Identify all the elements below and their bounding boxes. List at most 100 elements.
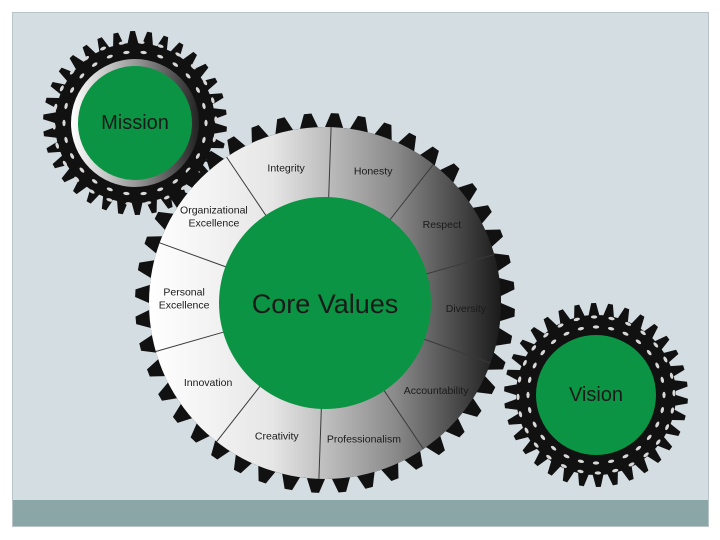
- gear-hole: [527, 376, 532, 384]
- vision-hub: [536, 335, 656, 455]
- gear-hole: [669, 372, 674, 379]
- gear-hole: [195, 87, 200, 93]
- gear-hole: [62, 119, 66, 127]
- segment-divider: [328, 127, 332, 200]
- segment-divider: [388, 163, 434, 222]
- gear-hole: [64, 102, 68, 110]
- gear-hole: [660, 406, 665, 414]
- gear-hole: [625, 321, 632, 326]
- gear-hole: [546, 454, 552, 460]
- gear-hole: [670, 407, 675, 414]
- gear-hole: [106, 198, 113, 202]
- gear-hole: [157, 44, 164, 48]
- core-value-line: Respect: [423, 219, 462, 231]
- gear-hole: [524, 427, 529, 434]
- segment-divider: [382, 388, 424, 450]
- gear-hole: [185, 167, 191, 173]
- gear-hole: [653, 342, 659, 348]
- gear-hole: [594, 471, 602, 475]
- core-value-line: Accountability: [404, 385, 470, 397]
- gear-hole: [172, 62, 179, 67]
- gear-hole: [526, 391, 530, 399]
- mission-label: Mission: [101, 112, 169, 134]
- gear-hole: [106, 187, 113, 192]
- gear-hole: [62, 160, 68, 167]
- gear-hole: [672, 389, 676, 397]
- core-value-label: Professionalism: [327, 434, 401, 446]
- core-value-line: Honesty: [354, 166, 393, 178]
- gear-hole: [655, 439, 661, 445]
- gear-hole: [592, 461, 600, 465]
- gear-hole: [607, 326, 615, 331]
- gear-hole: [64, 136, 68, 144]
- gear-hole: [608, 316, 615, 321]
- core-value-line: Professionalism: [327, 434, 401, 446]
- core-value-line: Organizational: [180, 205, 248, 217]
- gear-hole: [55, 142, 59, 149]
- gear-hole: [540, 349, 546, 356]
- gear-hole: [123, 50, 130, 55]
- gear-hole: [557, 323, 564, 328]
- gear-hole: [140, 50, 147, 55]
- gear-hole: [655, 421, 660, 428]
- mission-hub: [78, 66, 192, 180]
- gear-hole: [202, 79, 208, 86]
- gear-hole: [190, 64, 196, 70]
- gear-hole: [518, 411, 523, 418]
- core-value-label: Diversity: [446, 303, 487, 315]
- gear-hole: [74, 176, 80, 182]
- gear-hole: [125, 202, 132, 206]
- gear-hole: [211, 97, 215, 104]
- gear-hole: [157, 187, 164, 192]
- gear-hole: [517, 376, 522, 383]
- gear-hole: [532, 362, 537, 369]
- gear-hole: [612, 468, 619, 473]
- gear-hole: [157, 54, 164, 59]
- gear-hole: [628, 462, 635, 467]
- core-value-line: Integrity: [267, 163, 305, 175]
- gear-hole: [138, 40, 145, 44]
- gear-hole: [212, 135, 217, 143]
- core-value-line: Innovation: [184, 377, 233, 389]
- gear-hole: [543, 332, 549, 338]
- gear-hole: [533, 442, 539, 448]
- gear-hole: [655, 362, 660, 369]
- gear-hole: [643, 452, 649, 458]
- gear-hole: [662, 391, 666, 399]
- bottom-bar: [13, 500, 708, 526]
- gear-hole: [560, 464, 567, 469]
- gear-hole: [106, 54, 113, 59]
- gear-hole: [563, 331, 570, 336]
- gear-hole: [185, 73, 191, 79]
- gear-hole: [214, 116, 218, 123]
- gear-hole: [195, 153, 200, 159]
- core-value-label: Integrity: [267, 163, 305, 175]
- gear-hole: [52, 123, 56, 130]
- gear-hole: [577, 459, 585, 464]
- gear-hole: [660, 376, 665, 384]
- segment-divider: [155, 331, 226, 352]
- gear-hole: [550, 339, 557, 345]
- gear-hole: [665, 424, 670, 431]
- gear-hole: [563, 454, 570, 459]
- core-value-line: Excellence: [159, 300, 210, 312]
- gear-hole: [607, 459, 615, 464]
- gear-hole: [175, 52, 182, 57]
- gear-hole: [202, 102, 206, 110]
- gear-hole: [163, 195, 170, 200]
- core-segment-labels: Integrity HonestyRespectDiversityAccounta…: [159, 163, 487, 446]
- gear-hole: [172, 179, 179, 184]
- gear-hole: [577, 326, 585, 331]
- core-value-label: Creativity: [255, 431, 300, 443]
- gear-hole: [592, 325, 600, 329]
- gear-hole: [91, 62, 98, 67]
- vision-gear-holes: [516, 315, 676, 475]
- gear-hole: [635, 339, 642, 345]
- core-value-label: Honesty: [354, 166, 393, 178]
- gear-hole: [531, 345, 537, 351]
- gear-hole: [70, 87, 75, 93]
- gear-hole: [144, 201, 152, 205]
